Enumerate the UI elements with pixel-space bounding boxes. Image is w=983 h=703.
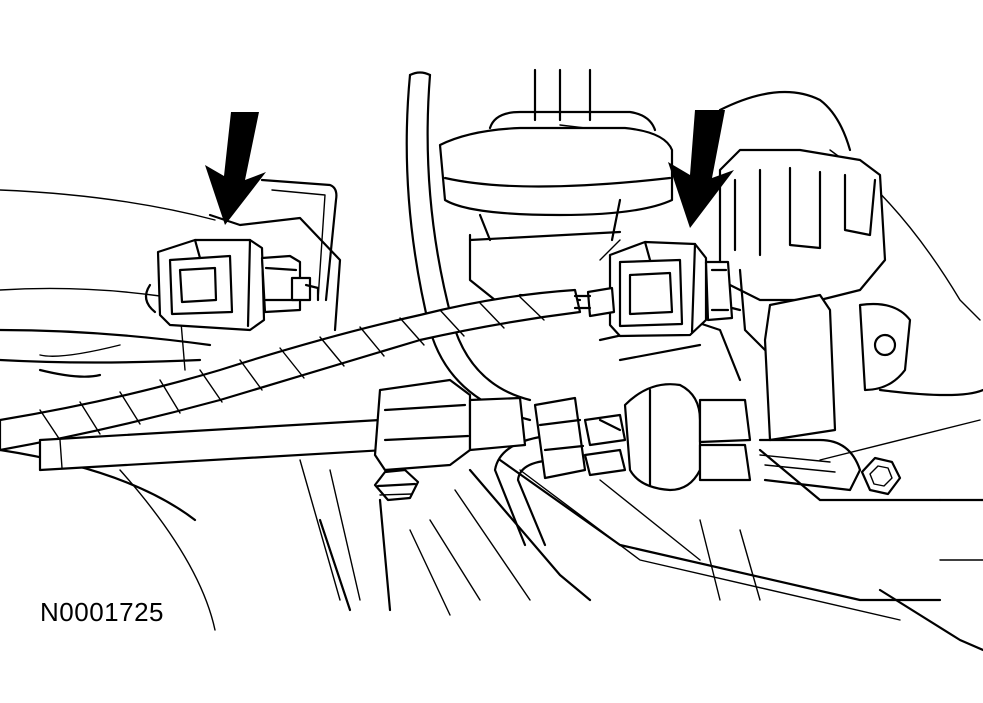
right-connector-arrow bbox=[668, 110, 734, 228]
engine-housing-outline bbox=[0, 149, 983, 652]
solenoid-assembly bbox=[598, 90, 912, 496]
right-electrical-connector bbox=[573, 240, 734, 338]
lower-hose-connectors bbox=[533, 383, 752, 492]
left-electrical-connector bbox=[144, 238, 320, 332]
left-connector-arrow bbox=[205, 112, 266, 225]
hose-fitting bbox=[373, 378, 527, 472]
hex-bolt bbox=[373, 468, 420, 502]
figure-id-label: N0001725 bbox=[40, 597, 164, 627]
